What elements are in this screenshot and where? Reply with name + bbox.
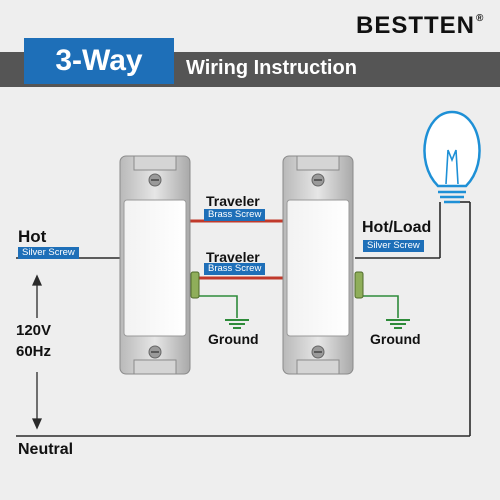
frequency-label: 60Hz: [16, 343, 52, 360]
neutral-label: Neutral: [18, 441, 74, 458]
page-subtitle: Wiring Instruction: [186, 57, 357, 79]
registered-mark: ®: [476, 13, 485, 24]
load-wire: [355, 202, 441, 259]
hot-load-screw-tag: Silver Screw: [363, 240, 424, 252]
hot-label: Hot: [18, 227, 47, 246]
switch-right-ground-screw: [354, 271, 364, 299]
ground-wire-left: [197, 295, 238, 318]
light-bulb-icon: [423, 110, 481, 204]
ground-right-label: Ground: [370, 331, 421, 347]
hot-load-label: Hot/Load: [362, 219, 432, 236]
traveler-top-label: Traveler: [206, 193, 260, 209]
ground-symbol-icon: [386, 319, 410, 329]
brand-name: BESTTEN: [356, 12, 476, 39]
switch-right: [282, 155, 364, 375]
traveler-wires: [188, 219, 283, 280]
voltage-label: 120V: [16, 322, 52, 339]
ground-left-label: Ground: [208, 331, 259, 347]
voltage-arrows: [31, 274, 43, 430]
traveler-bottom-label: Traveler: [206, 249, 260, 265]
switch-left-ground-screw: [190, 271, 200, 299]
ground-wire-right: [362, 295, 399, 318]
ground-symbol-icon: [225, 319, 249, 329]
brand-logo: BESTTEN®: [356, 12, 484, 40]
hot-screw-tag: Silver Screw: [18, 247, 79, 259]
switch-left: [119, 155, 200, 375]
traveler-bottom-screw-tag: Brass Screw: [204, 263, 266, 275]
page-title: 3-Way: [24, 38, 174, 84]
traveler-top-screw-tag: Brass Screw: [204, 209, 266, 221]
